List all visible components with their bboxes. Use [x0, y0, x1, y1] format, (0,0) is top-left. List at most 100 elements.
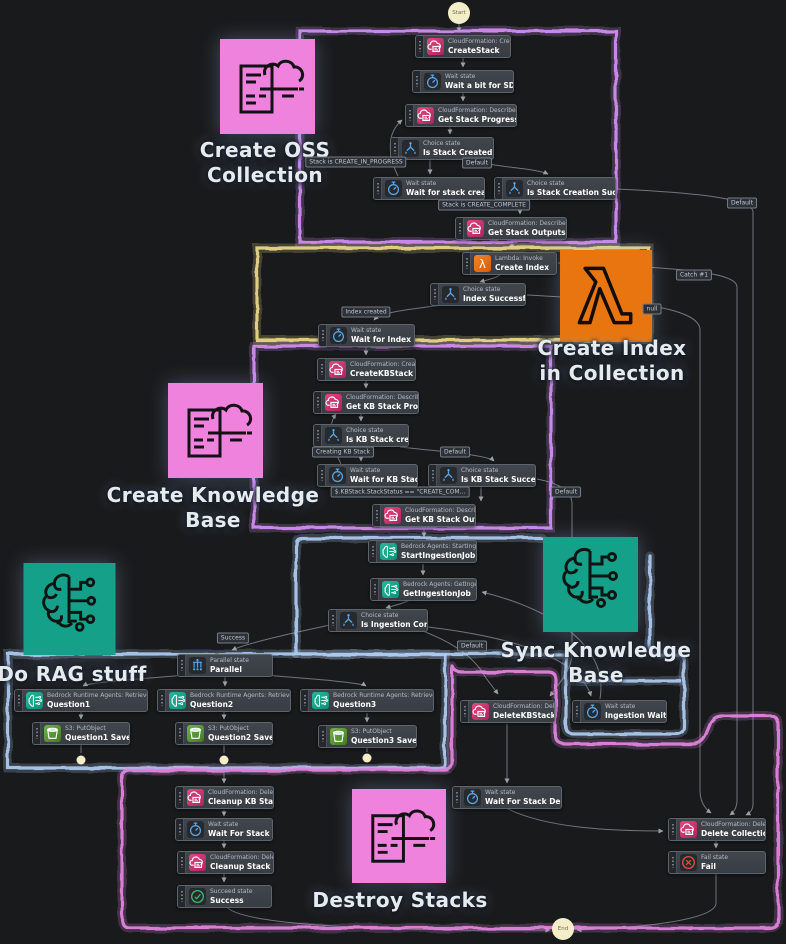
drag-handle[interactable] [176, 787, 184, 808]
drag-handle[interactable] [406, 105, 414, 126]
node-name-label: Wait for KB Stack [350, 474, 417, 484]
drag-handle[interactable] [374, 178, 382, 199]
drag-handle[interactable] [371, 579, 379, 600]
node-question3[interactable]: Bedrock Runtime Agents: RetrieveAndGener… [300, 689, 434, 712]
node-get-kb-stack-progress[interactable]: CloudFormation: DescribeStacksGet KB Sta… [313, 391, 419, 414]
node-delete-kb-stack[interactable]: CloudFormation: DeleteStackDeleteKBStack [460, 700, 555, 723]
drag-handle[interactable] [456, 218, 464, 239]
node-text: CloudFormation: DescribeStacksGet KB Sta… [346, 394, 418, 410]
node-get-stack-outputs[interactable]: CloudFormation: DescribeStacksGet Stack … [455, 217, 567, 240]
drag-handle[interactable] [318, 465, 326, 486]
node-service-label: CloudFormation: CreateStack [448, 38, 510, 46]
edge-label: $.KBStack.StackStatus == "CREATE_COM... [330, 486, 470, 498]
node-service-label: Choice state [346, 427, 384, 435]
node-name-label: Fail [701, 861, 716, 871]
node-delete-collection-stack[interactable]: CloudFormation: DeleteStackDelete Collec… [668, 818, 766, 841]
drag-handle[interactable] [319, 325, 327, 346]
node-name-label: Is Stack Creation Success [527, 187, 615, 197]
drag-handle[interactable] [453, 787, 461, 808]
drag-handle[interactable] [319, 726, 327, 747]
choice-branch-icon [440, 467, 457, 484]
drag-handle[interactable] [318, 359, 326, 380]
node-cleanup-kb-stack[interactable]: CloudFormation: DeleteStackCleanup KB St… [175, 786, 274, 809]
drag-handle[interactable] [15, 690, 23, 711]
drag-handle[interactable] [669, 819, 677, 840]
drag-handle[interactable] [314, 425, 322, 446]
drag-handle[interactable] [178, 886, 186, 907]
drag-handle[interactable] [573, 701, 581, 722]
choice-branch-icon [442, 286, 459, 303]
drag-handle[interactable] [495, 178, 503, 199]
drag-handle[interactable] [461, 701, 469, 722]
edge-label: Success [216, 632, 250, 644]
cloudformation-icon [329, 361, 346, 378]
drag-handle[interactable] [431, 284, 439, 305]
kb-section-icon [168, 383, 263, 478]
drag-handle[interactable] [314, 392, 322, 413]
cloudformation-icon [417, 107, 434, 124]
node-create-kb-stack[interactable]: CloudFormation: CreateStackCreateKBStack [317, 358, 416, 381]
oss-section-icon [220, 38, 315, 135]
drag-handle[interactable] [176, 723, 184, 744]
node-name-label: Is Ingestion Complete [361, 619, 427, 629]
node-text: CloudFormation: DescribeStacksGet KB Sta… [405, 507, 475, 523]
drag-handle[interactable] [158, 690, 166, 711]
drag-handle[interactable] [178, 852, 186, 873]
node-text: CloudFormation: DeleteStackDeleteKBStack [493, 703, 554, 719]
node-get-ingestion-job[interactable]: Bedrock Agents: GetIngestionJobGetIngest… [370, 578, 477, 601]
drag-handle[interactable] [33, 723, 41, 744]
node-cleanup-stack[interactable]: CloudFormation: DeleteStackCleanup Stack [177, 851, 274, 874]
edge-label: Default [551, 486, 581, 498]
node-create-stack[interactable]: CloudFormation: CreateStackCreateStack [415, 35, 511, 58]
drag-handle[interactable] [463, 253, 471, 274]
drag-handle[interactable] [178, 655, 186, 676]
node-get-stack-progress[interactable]: CloudFormation: DescribeStacksGet Stack … [405, 104, 517, 127]
node-get-kb-stack-outputs[interactable]: CloudFormation: DescribeStacksGet KB Sta… [372, 504, 476, 527]
succeed-check-icon [189, 888, 206, 905]
drag-handle[interactable] [176, 819, 184, 840]
node-question2[interactable]: Bedrock Runtime Agents: RetrieveAndGener… [157, 689, 291, 712]
drag-handle[interactable] [329, 610, 337, 631]
node-question1[interactable]: Bedrock Runtime Agents: RetrieveAndGener… [14, 689, 148, 712]
node-service-label: Wait state [605, 703, 636, 711]
drag-handle[interactable] [416, 36, 424, 57]
node-service-label: Wait state [485, 789, 516, 797]
drag-handle[interactable] [301, 690, 309, 711]
node-start-ingestion-job[interactable]: Bedrock Agents: StartIngestionJobStartIn… [368, 540, 477, 563]
bedrock-icon [26, 692, 43, 709]
node-service-label: CloudFormation: DeleteStack [493, 703, 554, 711]
drag-handle[interactable] [369, 541, 377, 562]
drag-handle[interactable] [429, 465, 437, 486]
node-text: CloudFormation: CreateStackCreateStack [448, 38, 510, 54]
drag-handle[interactable] [373, 505, 381, 526]
drag-handle[interactable] [413, 71, 421, 92]
node-service-label: Choice state [527, 180, 565, 188]
drag-handle[interactable] [669, 852, 677, 873]
